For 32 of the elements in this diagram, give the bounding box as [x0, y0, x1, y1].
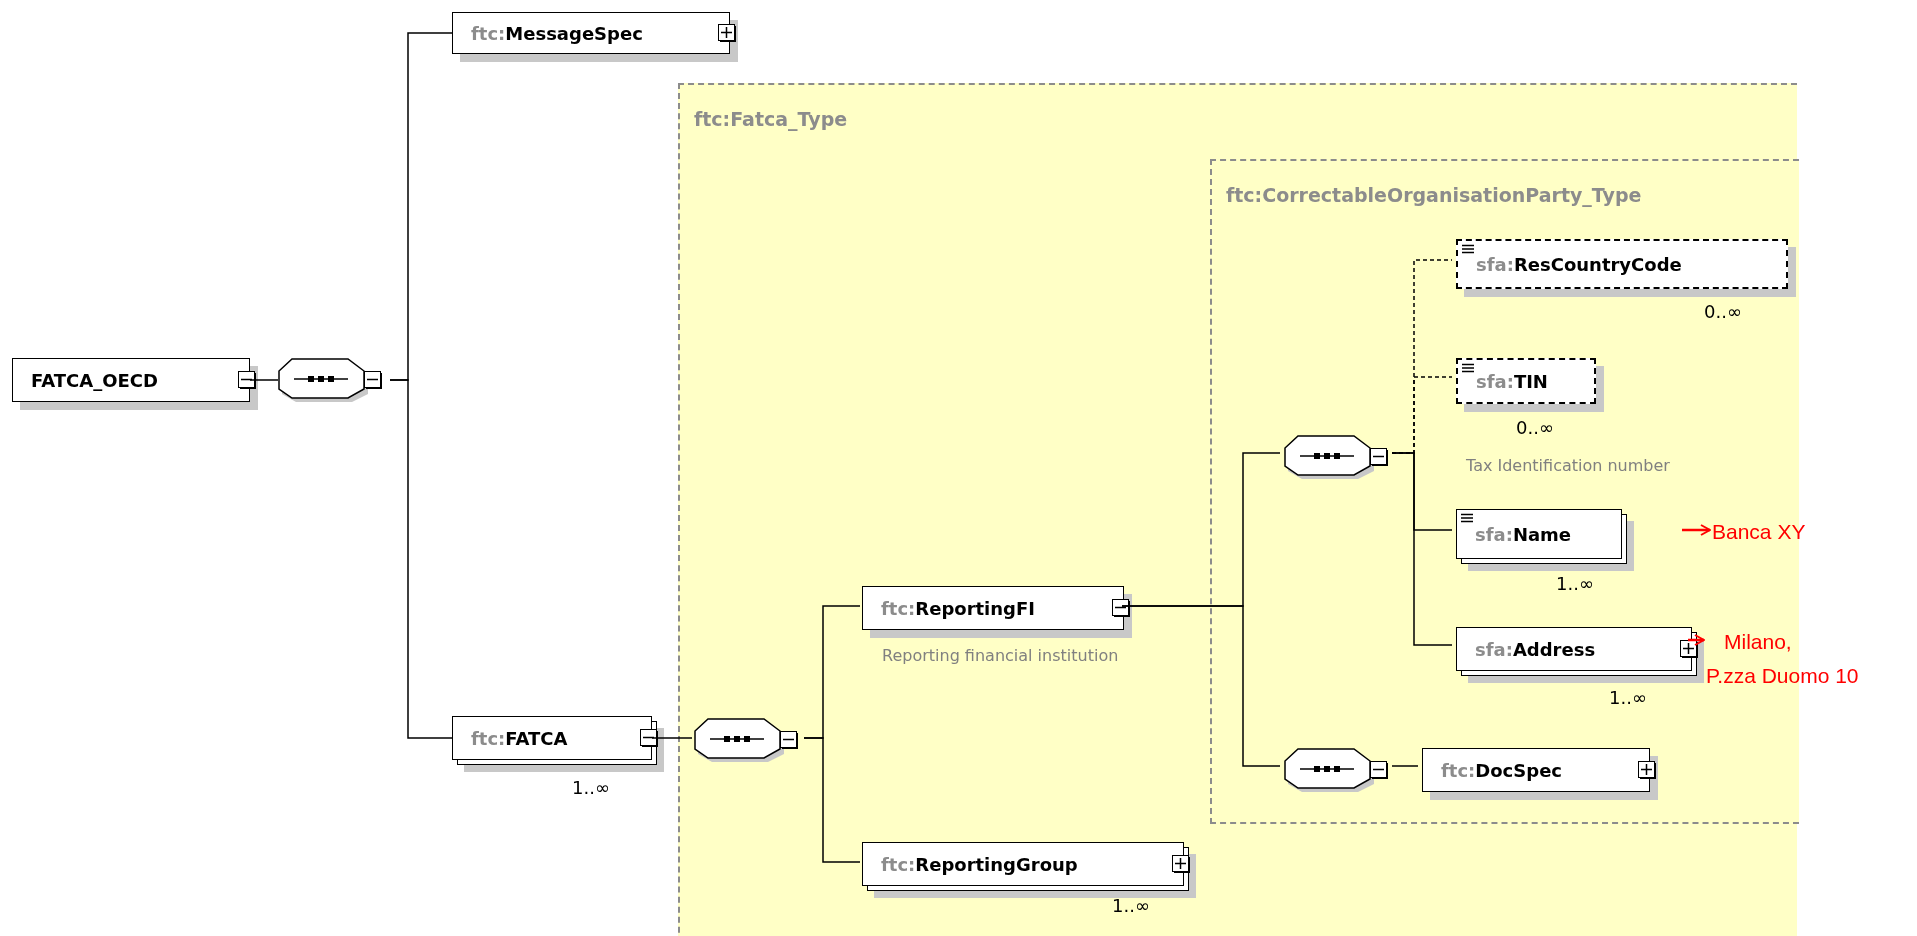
arrow [1688, 634, 1705, 646]
note-text: P.zza Duomo 10 [1706, 663, 1859, 689]
connector-line [1391, 452, 1453, 646]
element-name: ftc:FATCA [471, 726, 568, 751]
type-title: ftc:Fatca_Type [694, 107, 848, 133]
connector-line [389, 379, 453, 739]
element-name: sfa:Name [1475, 522, 1572, 547]
note-text: Milano, [1723, 629, 1792, 655]
annotation-text: Tax Identification number [1466, 455, 1670, 477]
connector-line [1121, 605, 1281, 767]
element-name: sfa:TIN [1476, 369, 1548, 394]
element-name: FATCA_OECD [31, 368, 158, 393]
connector-line [249, 379, 279, 381]
cardinality-label: 1..∞ [572, 776, 610, 800]
element-name: sfa:ResCountryCode [1476, 252, 1682, 277]
cardinality-label: 1..∞ [1609, 686, 1647, 710]
connector-line [651, 737, 693, 739]
element-name: ftc:ReportingGroup [881, 852, 1078, 877]
cardinality-label: 0..∞ [1516, 416, 1554, 440]
cardinality-label: 0..∞ [1704, 300, 1742, 324]
annotation-text: Reporting financial institution [882, 645, 1119, 667]
cardinality-label: 1..∞ [1556, 572, 1594, 596]
element-name: ftc:MessageSpec [471, 21, 643, 46]
connector-line [803, 737, 861, 863]
type-title: ftc:CorrectableOrganisationParty_Type [1226, 183, 1642, 209]
note-text: Banca XY [1712, 519, 1806, 545]
element-name: sfa:Address [1475, 637, 1596, 662]
cardinality-label: 1..∞ [1112, 894, 1150, 918]
arrow [1682, 524, 1711, 536]
element-name: ftc:DocSpec [1441, 758, 1563, 783]
element-name: ftc:ReportingFI [881, 596, 1035, 621]
connector-line [1391, 765, 1419, 767]
